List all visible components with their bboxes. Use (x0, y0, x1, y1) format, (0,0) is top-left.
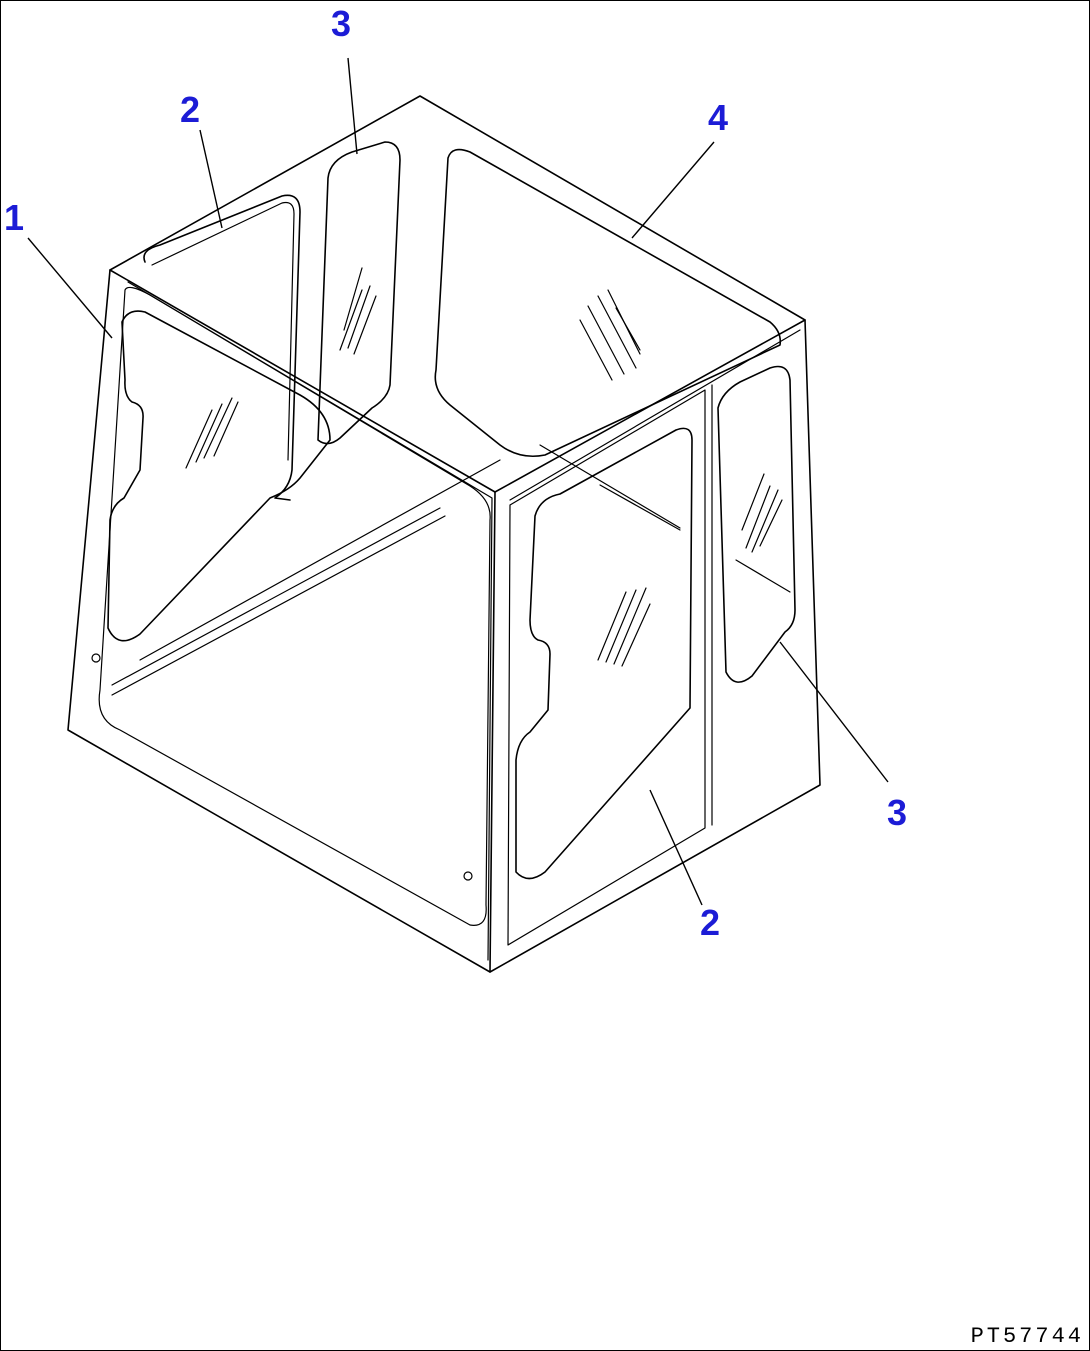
glass-2-door-window (515, 427, 693, 880)
callout-3-right: 3 (887, 792, 907, 833)
glass-3-right-window (717, 365, 796, 683)
glass-1-left-window (107, 310, 331, 642)
front-frame (91, 286, 501, 926)
callout-3-top: 3 (331, 3, 351, 44)
callout-1: 1 (4, 197, 24, 238)
glass-2-top-window (143, 194, 301, 501)
glass-4-rear-window (434, 148, 782, 531)
callout-2-top: 2 (180, 89, 200, 130)
callout-4: 4 (708, 97, 728, 138)
right-door-frame (507, 384, 713, 946)
glass-3-top-window (317, 141, 401, 445)
callout-2-bottom: 2 (700, 902, 720, 943)
leader-lines (27, 57, 889, 906)
drawing-code: PT57744 (970, 1324, 1084, 1349)
